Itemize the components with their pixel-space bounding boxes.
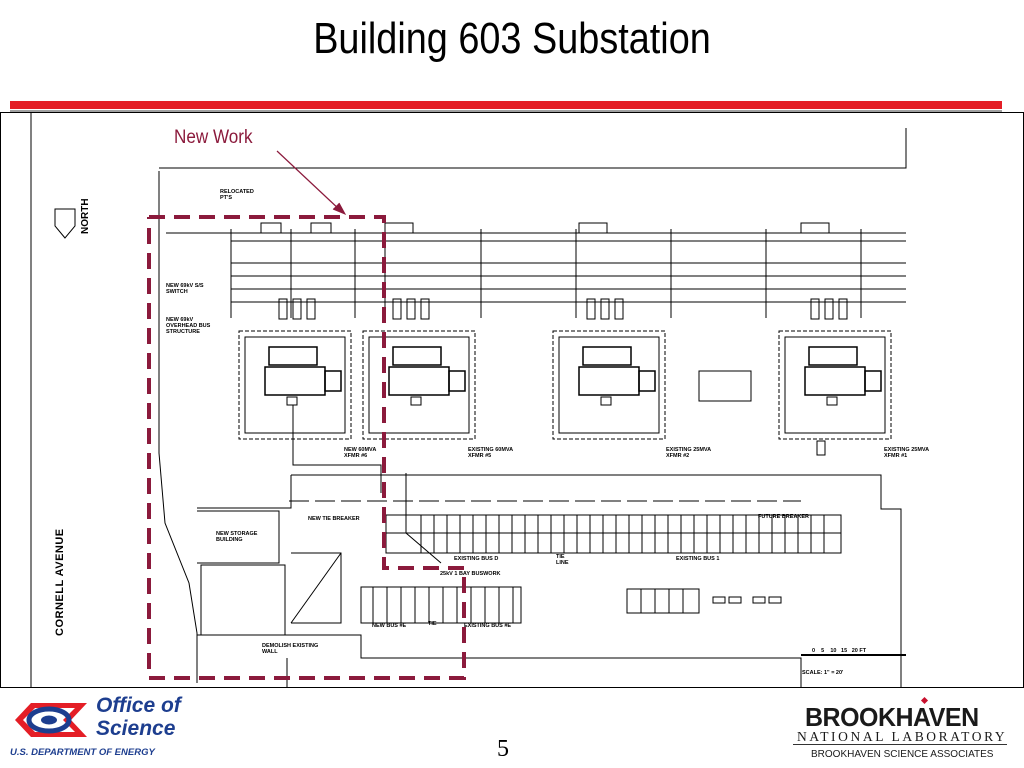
switchgear-cells — [420, 515, 825, 553]
label-scale-ticks: 0 5 10 15 20 FT — [812, 648, 867, 654]
office-line-2: Science — [96, 717, 176, 740]
label-existing-bus-d: EXISTING BUS D — [454, 556, 499, 562]
office-of-science-logo-icon — [9, 697, 93, 743]
office-line-1: Office of — [96, 694, 181, 717]
label-existing-xfmr-2: EXISTING 25MVA XFMR #2 — [666, 447, 712, 459]
title-grey-rule — [10, 110, 1002, 112]
label-existing-xfmr-1: EXISTING 25MVA XFMR #1 — [884, 447, 930, 459]
title-red-rule — [10, 101, 1002, 109]
label-tie: TIE — [428, 621, 437, 627]
site-plan-svg — [30, 113, 907, 687]
label-existing-xfmr-5: EXISTING 60MVA XFMR #5 — [468, 447, 514, 459]
switch-group-1 — [278, 298, 316, 320]
new-work-annotation: New Work — [174, 127, 253, 148]
label-tie-line: TIE LINE — [556, 554, 569, 566]
label-relocated-pts: RELOCATED PT'S — [220, 189, 254, 201]
substation-drawing — [0, 112, 1024, 688]
brookhaven-divider — [793, 744, 1007, 745]
doe-label: U.S. DEPARTMENT OF ENERGY — [10, 747, 155, 758]
label-new-storage: NEW STORAGE BUILDING — [216, 531, 258, 543]
label-bay-buswork: 25kV 1 BAY BUSWORK — [440, 571, 501, 577]
office-of-science-wordmark: Office of Science — [96, 694, 181, 740]
label-new-bus-structure: NEW 69kV OVERHEAD BUS STRUCTURE — [166, 317, 211, 335]
slide-footer — [0, 688, 1024, 768]
north-label: NORTH — [80, 198, 91, 234]
slide-title: Building 603 Substation — [313, 14, 711, 63]
label-new-bus-e: NEW BUS #E — [372, 623, 407, 629]
label-new-tie-breaker: NEW TIE BREAKER — [308, 516, 360, 522]
label-future-breaker: FUTURE BREAKER — [758, 514, 810, 520]
label-new-xfmr: NEW 60MVA XFMR #6 — [344, 447, 377, 459]
label-scale-text: SCALE: 1" = 20' — [802, 670, 844, 676]
label-existing-bus-1: EXISTING BUS 1 — [676, 556, 720, 562]
page-number: 5 — [497, 736, 509, 762]
national-laboratory-label: NATIONAL LABORATORY — [797, 729, 1008, 744]
brookhaven-wordmark: BROOKHAVEN — [805, 702, 979, 732]
label-new-switch: NEW 69kV S/S SWITCH — [166, 283, 204, 295]
brookhaven-science-associates-label: BROOKHAVEN SCIENCE ASSOCIATES — [811, 749, 994, 760]
label-existing-bus-e: EXISTING BUS #E — [464, 623, 512, 629]
label-demolish-wall: DEMOLISH EXISTING WALL — [262, 643, 319, 655]
cornell-avenue-label: CORNELL AVENUE — [54, 528, 66, 636]
